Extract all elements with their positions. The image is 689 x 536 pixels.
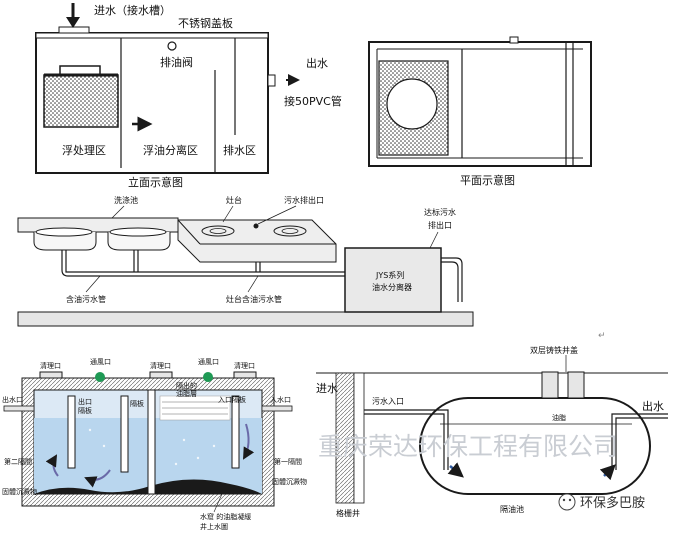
burner-icon [273, 225, 307, 237]
middle-baffle [120, 395, 129, 473]
cleanout-2 [149, 371, 173, 379]
cleanout-1 [39, 371, 63, 379]
discharge-label-2: 排出口 [428, 220, 452, 230]
sediment-left-label: 固體沉澱物 [2, 487, 37, 496]
tank-cover [35, 32, 269, 39]
kitchen-diagram: 洗涤池 灶台 污水排出口 达标污水 排出口 JYS系列 油水分离器 含油污水管 … [17, 195, 474, 327]
drain-outlet-label: 污水排出口 [284, 195, 324, 205]
plan-caption: 平面示意图 [460, 173, 515, 187]
zone-separate-label: 浮油分离区 [143, 143, 198, 157]
sink-label: 洗涤池 [114, 195, 138, 205]
elevation-diagram: 进水（接水槽） 不锈钢盖板 排油阀 出水 接50PVC管 浮处理区 浮油分离区 … [35, 3, 342, 189]
watermark-text: 重庆荣达环保工程有限公司 [318, 432, 618, 461]
separator-label-2: 油水分离器 [372, 282, 412, 292]
outlet-label: 出水口 [2, 395, 23, 404]
sewage-inlet-label: 污水入口 [372, 396, 404, 406]
vent-2-label: 通風口 [198, 357, 219, 366]
elevation-caption: 立面示意图 [128, 175, 183, 189]
discharge-pipe [441, 257, 463, 302]
cover-label: 不锈钢盖板 [178, 16, 233, 30]
oil-water-separator [344, 247, 442, 313]
grate-well-label: 格栅井 [336, 508, 360, 518]
inlet-label: 进水（接水槽） [94, 4, 171, 17]
inlet-pipe [261, 405, 293, 412]
discharge-label-1: 达标污水 [424, 207, 456, 217]
inlet-pad [58, 26, 90, 34]
underground-tank-diagram: 双层铸铁井盖 进水 污水入口 油脂 出水 格栅井 隔油池 [316, 345, 668, 518]
grease-trap-label: 隔油池 [500, 504, 524, 514]
oil-label: 油脂 [552, 413, 566, 422]
inlet-baffle-label: 入口隔板 [218, 395, 246, 404]
flow-arrow-left [447, 462, 464, 478]
burner-icon [201, 225, 235, 237]
outlet-baffle [67, 395, 76, 469]
inlet-side-label: 进水 [316, 382, 338, 395]
oil-layer-label-2: 油脂層 [176, 389, 197, 398]
wechat-label: 环保多巴胺 [580, 495, 645, 511]
sink-pipe-label: 含油污水管 [66, 294, 106, 304]
stove [177, 219, 337, 263]
inlet-baffle [231, 395, 240, 469]
water-oil-label-2: 井上水圖 [200, 522, 228, 531]
sink-drain-pipe [61, 250, 345, 277]
tank-body [419, 397, 651, 495]
zone-drain-label: 排水区 [223, 143, 256, 157]
plan-diagram: 平面示意图 [368, 36, 592, 187]
wechat-badge: 环保多巴胺 [558, 493, 645, 511]
float-basket [43, 74, 119, 128]
manhole-left [541, 371, 559, 399]
return-glyph-icon: ↵ [598, 331, 606, 341]
outlet-baffle-label-1: 出口 [78, 397, 92, 406]
outlet-label: 出水 [306, 56, 328, 70]
manhole-right [567, 371, 585, 399]
grease-trap-section: 清理口 通風口 清理口 通風口 清理口 出水口 出口 隔板 隔板 隔出的 油脂層… [2, 357, 307, 531]
wechat-icon [558, 493, 576, 511]
oil-layer-label-1: 隔出的 [176, 381, 197, 390]
partition-label: 隔板 [130, 399, 144, 408]
plan-drum-icon [386, 78, 438, 130]
sink-bowl-2 [107, 232, 171, 251]
second-partition-label: 第二隔間 [4, 457, 32, 466]
cleanout-3 [233, 371, 257, 379]
cover-label: 双层铸铁井盖 [530, 345, 578, 355]
water-oil-label-1: 水窟 的油脂凝緩 [200, 512, 251, 521]
pipe-label: 接50PVC管 [284, 94, 342, 108]
oil-valve-label: 排油阀 [160, 55, 193, 69]
inlet-label: 入水口 [270, 395, 291, 404]
inlet-pipe [364, 409, 449, 470]
cleanout-2-label: 清理口 [150, 361, 171, 370]
separator-label-1: JYS系列 [375, 270, 404, 280]
stove-drain-pipe [255, 262, 261, 272]
outlet-stub [267, 74, 276, 87]
sediment-right-label: 固體沉澱物 [272, 477, 307, 486]
stove-pipe-label: 灶台含油污水管 [226, 294, 282, 304]
outlet-side-label: 出水 [642, 399, 664, 413]
outlet-pipe [3, 405, 35, 412]
drain-hole-icon [253, 223, 259, 229]
plan-outer [368, 41, 592, 167]
flow-arrow-right [599, 464, 616, 481]
oil-valve-icon [167, 41, 177, 51]
cleanout-3-label: 清理口 [234, 361, 255, 370]
first-partition-label: 第一隔間 [274, 457, 302, 466]
outlet-baffle-label-2: 隔板 [78, 406, 92, 415]
vent-2-icon [203, 372, 213, 382]
vent-1-icon [95, 372, 105, 382]
zone-float-label: 浮处理区 [62, 144, 106, 157]
stove-label: 灶台 [226, 195, 242, 205]
cleanout-1-label: 清理口 [40, 361, 61, 370]
outlet-pipe [611, 413, 668, 470]
floor-slab [17, 311, 474, 327]
vent-1-label: 通風口 [90, 357, 111, 366]
